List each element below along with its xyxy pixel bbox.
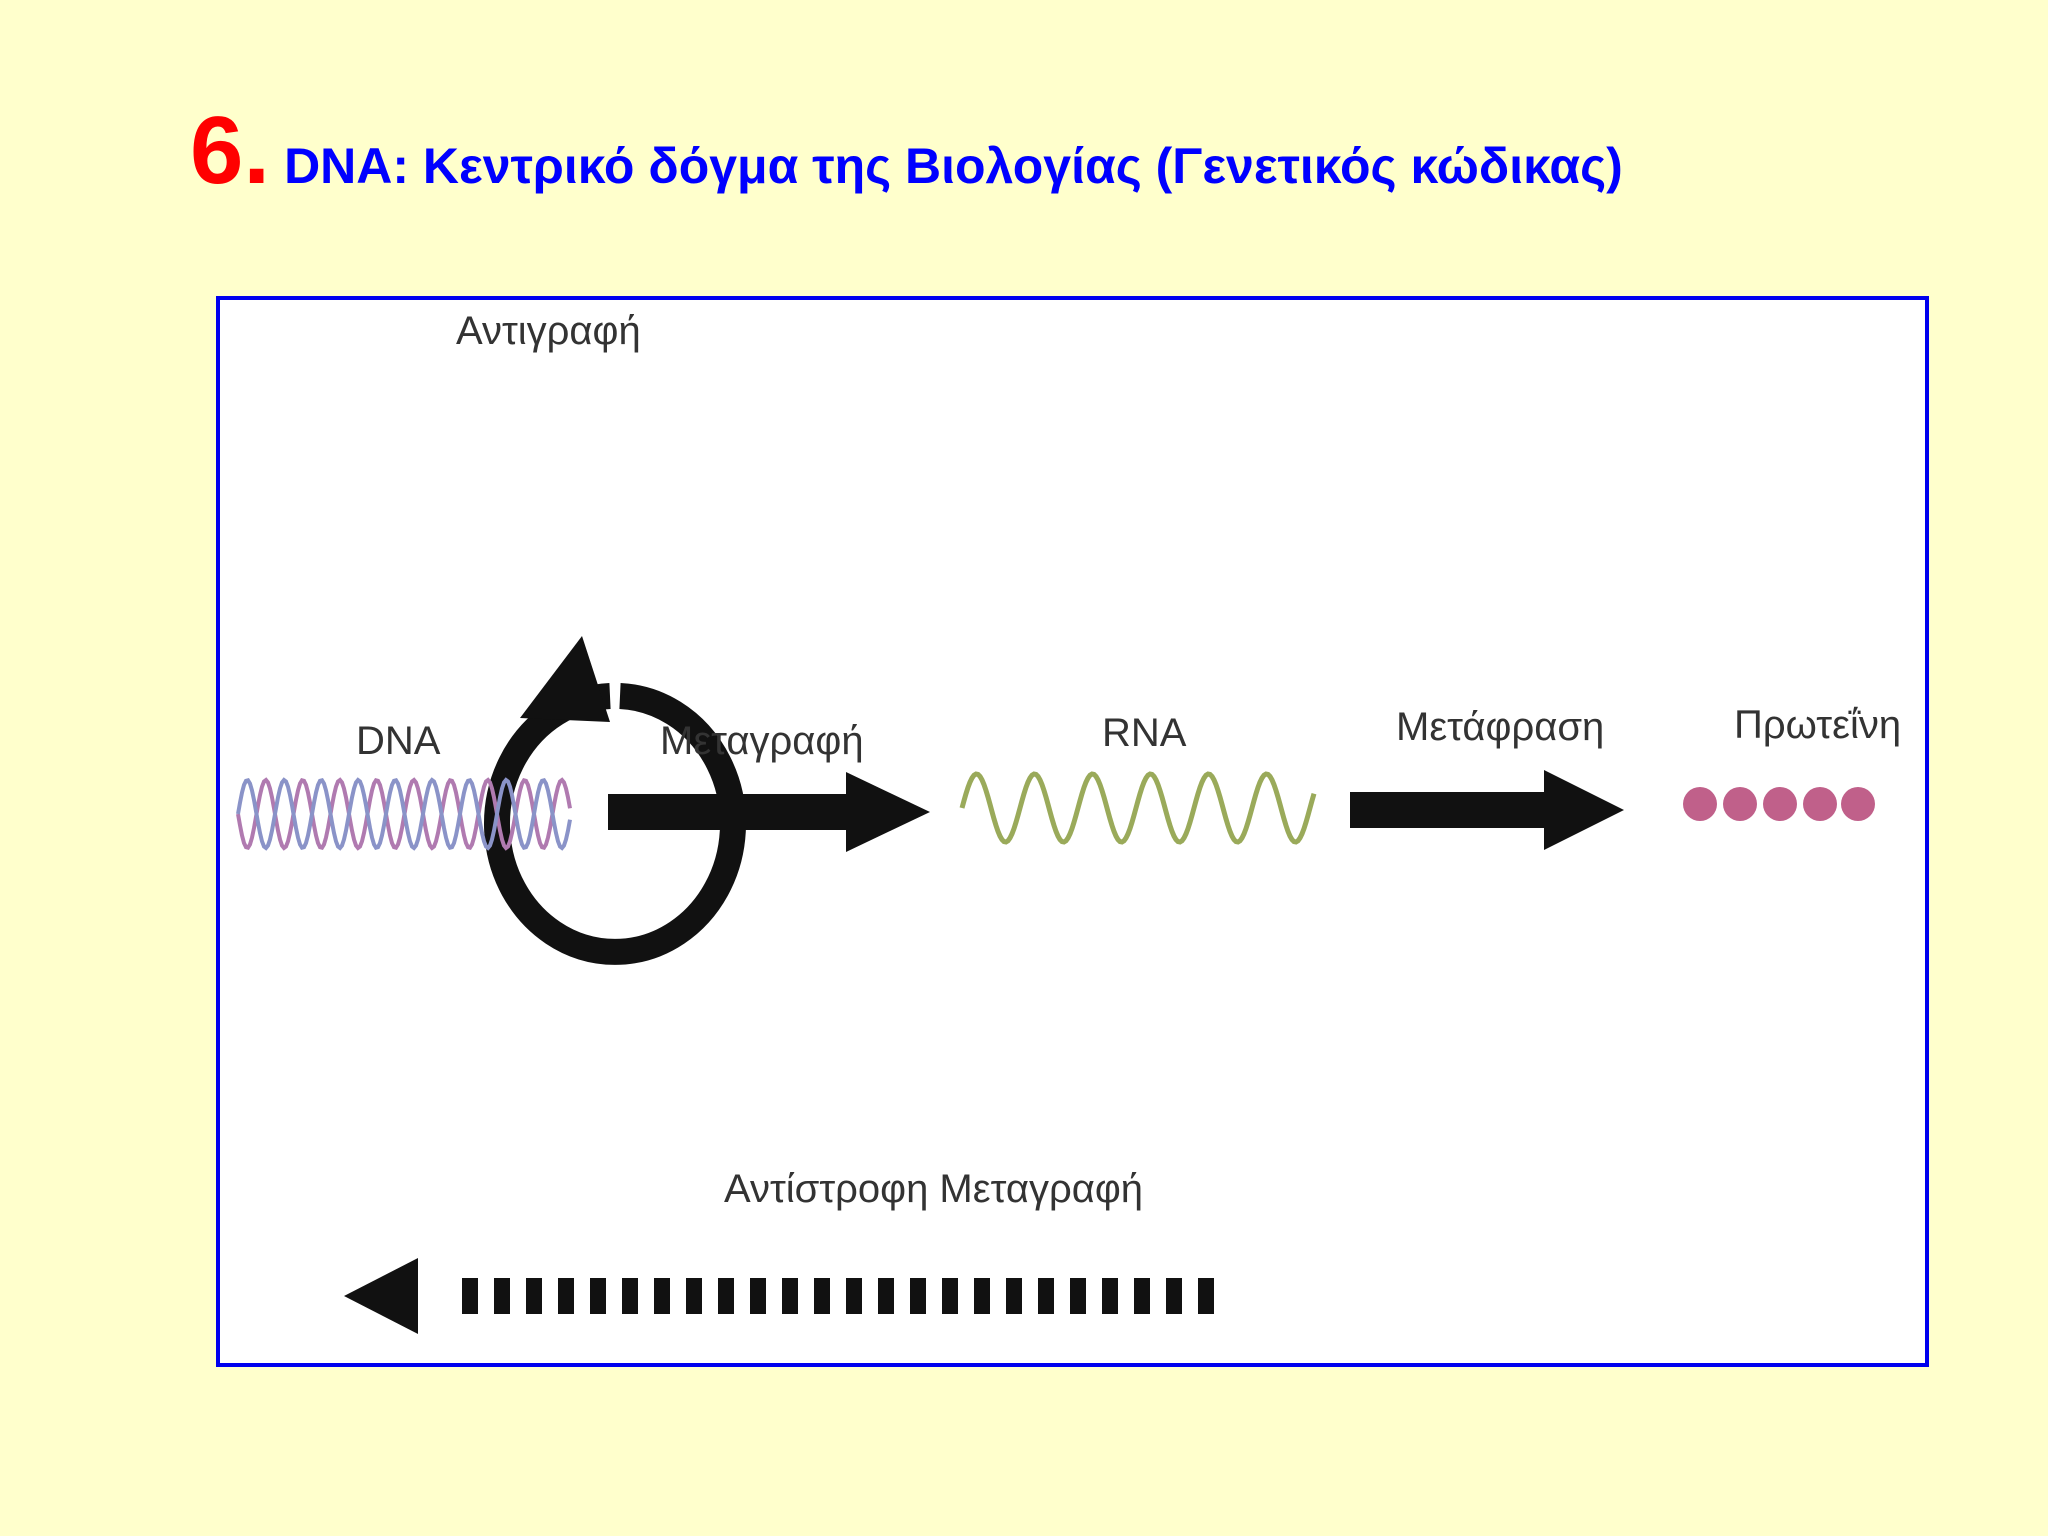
reverse-transcription-dashes: [462, 1278, 1214, 1314]
reverse-transcription-dash: [1038, 1278, 1054, 1314]
central-dogma-figure: Αντιγραφή DNA Μεταγραφή RNA Μετάφραση Πρ…: [216, 296, 1929, 1367]
protein-bead: [1803, 787, 1837, 821]
reverse-transcription-dash: [846, 1278, 862, 1314]
reverse-transcription-dash: [494, 1278, 510, 1314]
translation-arrow: [1350, 770, 1624, 850]
reverse-transcription-dash: [974, 1278, 990, 1314]
transcription-arrow-shaft: [608, 794, 848, 830]
translation-arrow-shaft: [1350, 792, 1546, 828]
replication-label: Αντιγραφή: [456, 309, 641, 353]
translation-arrowhead: [1544, 770, 1624, 850]
reverse-transcription-dash: [1102, 1278, 1118, 1314]
reverse-transcription-arrow: [344, 1258, 1214, 1334]
reverse-transcription-label: Αντίστροφη Μεταγραφή: [724, 1167, 1143, 1211]
reverse-transcription-dash: [686, 1278, 702, 1314]
reverse-transcription-dash: [1006, 1278, 1022, 1314]
slide-title-text: DNA: Κεντρικό δόγμα της Βιολογίας (Γενετ…: [284, 138, 1623, 194]
reverse-transcription-dash: [942, 1278, 958, 1314]
transcription-arrowhead: [846, 772, 930, 852]
reverse-transcription-dash: [750, 1278, 766, 1314]
central-dogma-diagram: Αντιγραφή DNA Μεταγραφή RNA Μετάφραση Πρ…: [236, 309, 1901, 1334]
rna-label: RNA: [1102, 711, 1187, 755]
slide-title: 6.DNA: Κεντρικό δόγμα της Βιολογίας (Γεν…: [190, 96, 1623, 206]
transcription-arrow: [608, 772, 930, 852]
replication-loop-arrow: [484, 636, 746, 965]
reverse-transcription-dash: [1134, 1278, 1150, 1314]
reverse-transcription-dash: [622, 1278, 638, 1314]
reverse-transcription-dash: [878, 1278, 894, 1314]
protein-bead: [1763, 787, 1797, 821]
protein-beads: [1683, 787, 1875, 821]
protein-bead: [1723, 787, 1757, 821]
replication-arrowhead: [520, 636, 610, 722]
reverse-transcription-dash: [814, 1278, 830, 1314]
translation-label: Μετάφραση: [1396, 705, 1604, 749]
reverse-transcription-dash: [718, 1278, 734, 1314]
reverse-transcription-arrowhead: [344, 1258, 418, 1334]
reverse-transcription-dash: [590, 1278, 606, 1314]
reverse-transcription-dash: [782, 1278, 798, 1314]
rna-strand: [959, 771, 1317, 845]
protein-label: Πρωτεΐνη: [1734, 703, 1901, 747]
reverse-transcription-dash: [1166, 1278, 1182, 1314]
reverse-transcription-dash: [1198, 1278, 1214, 1314]
reverse-transcription-dash: [558, 1278, 574, 1314]
reverse-transcription-dash: [654, 1278, 670, 1314]
transcription-label: Μεταγραφή: [660, 719, 864, 763]
protein-bead: [1841, 787, 1875, 821]
reverse-transcription-dash: [910, 1278, 926, 1314]
reverse-transcription-dash: [462, 1278, 478, 1314]
reverse-transcription-dash: [526, 1278, 542, 1314]
replication-loop-arc: [484, 683, 746, 965]
dna-strand-2: [236, 777, 572, 851]
protein-bead: [1683, 787, 1717, 821]
dna-double-helix: [236, 777, 572, 851]
dna-label: DNA: [356, 719, 441, 763]
slide-number: 6.: [190, 97, 271, 204]
reverse-transcription-dash: [1070, 1278, 1086, 1314]
